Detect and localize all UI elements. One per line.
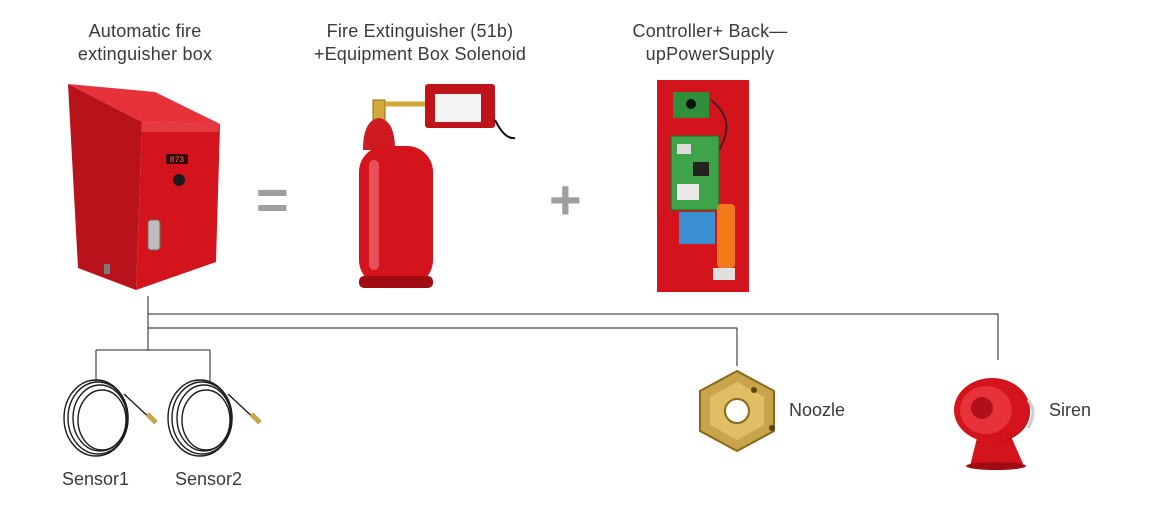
caption-extinguisher-box: Automatic fire extinguisher box (45, 20, 245, 66)
label-sensor2: Sensor2 (175, 469, 243, 489)
label-siren: Siren (1049, 400, 1092, 420)
caption-controller: Controller+ Back— upPowerSupply (605, 20, 815, 66)
caption-extinguisher: Fire Extinguisher (51b) +Equipment Box S… (280, 20, 560, 66)
nozzle-image (699, 369, 775, 453)
wire-to-nozzle (148, 327, 738, 366)
label-sensor1: Sensor1 (62, 469, 130, 489)
caption-box-line1: Automatic fire (88, 21, 202, 41)
equals-sign: = (256, 168, 289, 231)
caption-controller-line2: upPowerSupply (645, 44, 775, 64)
label-nozzle: Noozle (789, 400, 846, 420)
box-display-readout: 873 (170, 156, 185, 165)
plus-sign: + (549, 168, 582, 231)
caption-extinguisher-line2: +Equipment Box Solenoid (313, 44, 527, 64)
extinguisher-box-image: 873 (68, 84, 220, 290)
caption-controller-line1: Controller+ Back— (632, 21, 788, 41)
siren-image (954, 378, 1035, 470)
caption-extinguisher-line1: Fire Extinguisher (51b) (326, 21, 514, 41)
caption-box-line2: extinguisher box (77, 44, 213, 64)
controller-board-image (657, 80, 749, 292)
extinguisher-cylinder-image (359, 84, 516, 288)
sensor2-image (167, 379, 262, 457)
wire-to-siren (148, 313, 999, 360)
sensor1-image (63, 379, 158, 457)
